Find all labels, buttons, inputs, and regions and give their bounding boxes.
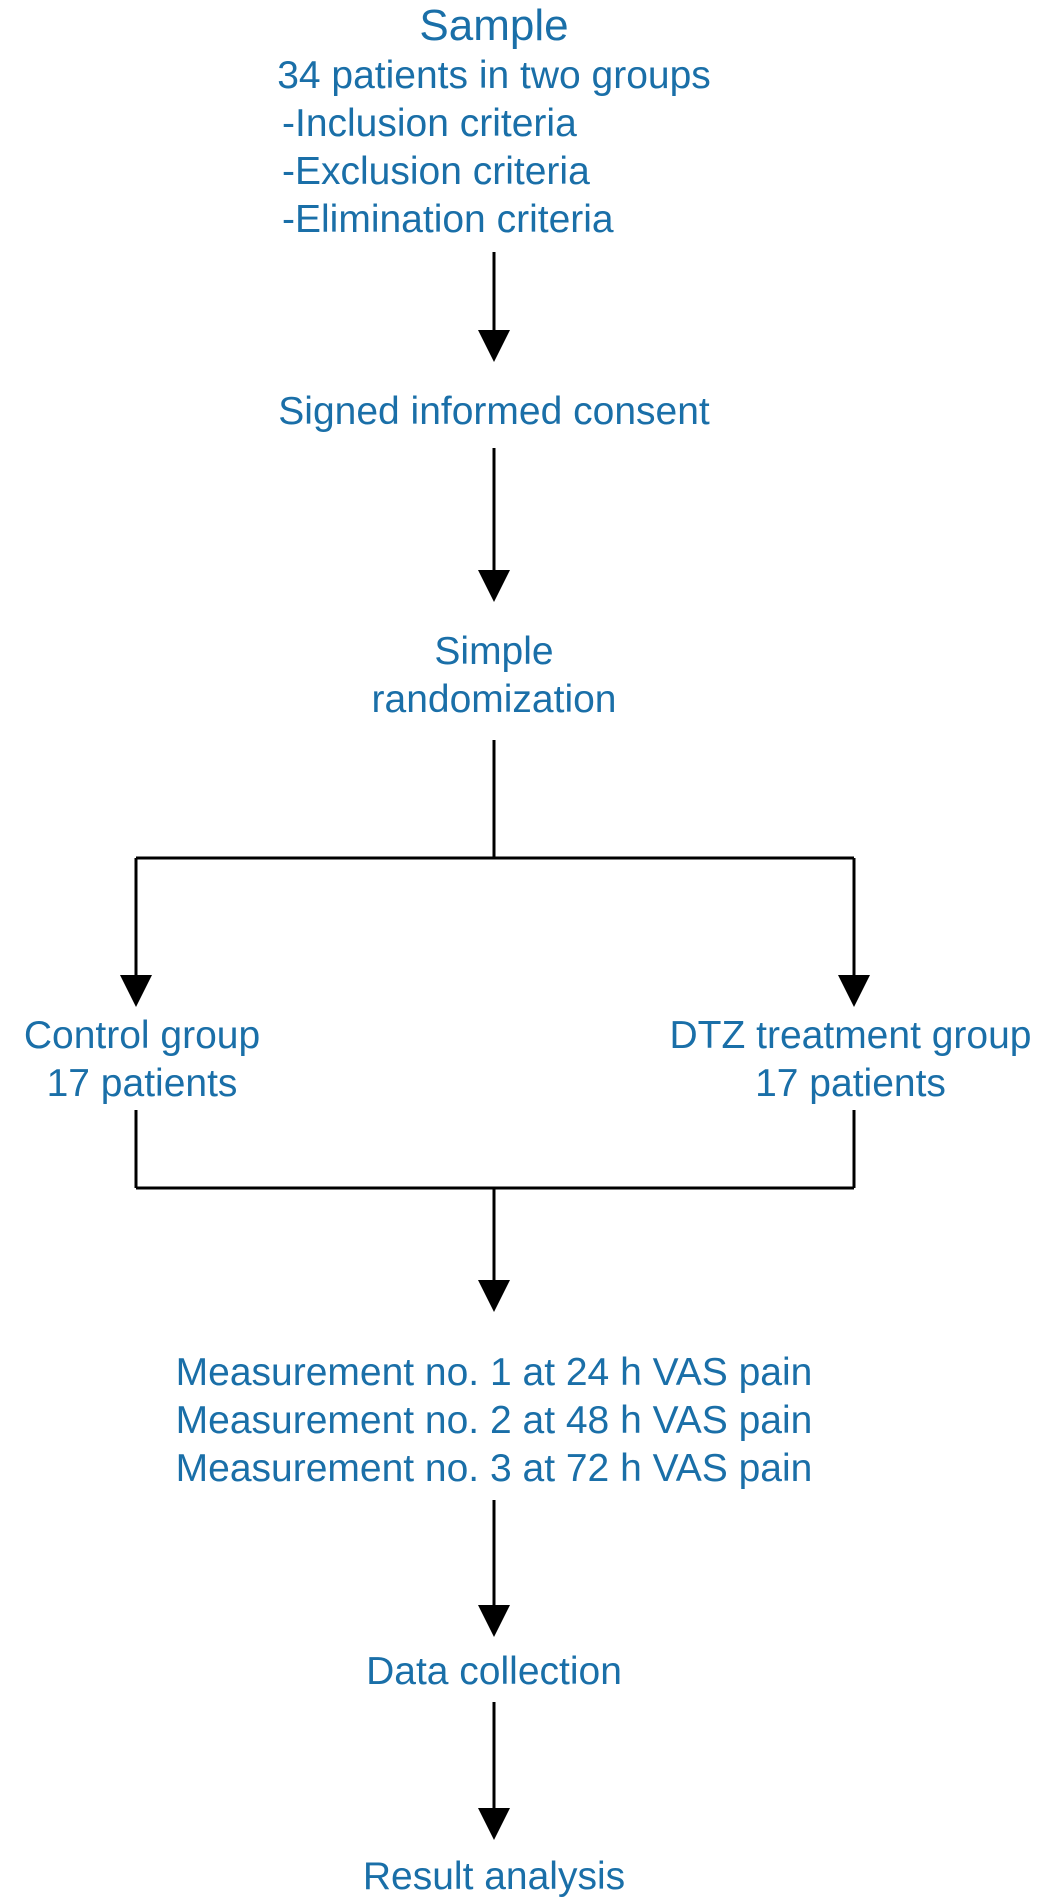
- sample-subtitle: 34 patients in two groups: [277, 54, 711, 97]
- criteria-item: -Exclusion criteria: [282, 150, 590, 193]
- arrowhead-treatment: [838, 975, 870, 1007]
- result-analysis-label: Result analysis: [362, 1855, 626, 1898]
- arrowhead-consent: [478, 330, 510, 362]
- arrowhead-result: [478, 1808, 510, 1840]
- control-group-count: 17 patients: [46, 1062, 238, 1105]
- sample-subtitle-block: 34 patients in two groups: [194, 52, 794, 100]
- treatment-group-name: DTZ treatment group: [669, 1014, 1032, 1057]
- control-group-node: Control group 17 patients: [0, 1012, 284, 1108]
- consent-node: Signed informed consent: [194, 388, 794, 436]
- measurements-node: Measurement no. 1 at 24 h VAS pain Measu…: [94, 1349, 894, 1493]
- sample-title: Sample: [419, 1, 569, 50]
- measurement-item: Measurement no. 1 at 24 h VAS pain: [175, 1351, 813, 1394]
- treatment-group-node: DTZ treatment group 17 patients: [654, 1012, 1047, 1108]
- randomization-line: randomization: [371, 678, 617, 721]
- arrowhead-control: [120, 975, 152, 1007]
- arrowhead-measurements: [478, 1280, 510, 1312]
- data-collection-node: Data collection: [294, 1648, 694, 1696]
- data-collection-label: Data collection: [366, 1650, 622, 1693]
- sample-title-block: Sample: [294, 0, 694, 52]
- consent-label: Signed informed consent: [278, 390, 710, 433]
- control-group-name: Control group: [23, 1014, 261, 1057]
- randomization-line: Simple: [434, 630, 554, 673]
- measurement-item: Measurement no. 2 at 48 h VAS pain: [175, 1399, 813, 1442]
- sample-criteria-list: -Inclusion criteria -Exclusion criteria …: [282, 100, 614, 244]
- randomization-node: Simple randomization: [294, 628, 694, 724]
- measurement-item: Measurement no. 3 at 72 h VAS pain: [175, 1447, 813, 1490]
- arrowhead-data-collection: [478, 1605, 510, 1637]
- arrowhead-randomization: [478, 570, 510, 602]
- criteria-item: -Inclusion criteria: [282, 102, 577, 145]
- treatment-group-count: 17 patients: [755, 1062, 946, 1105]
- criteria-item: -Elimination criteria: [282, 198, 614, 241]
- result-analysis-node: Result analysis: [294, 1853, 694, 1901]
